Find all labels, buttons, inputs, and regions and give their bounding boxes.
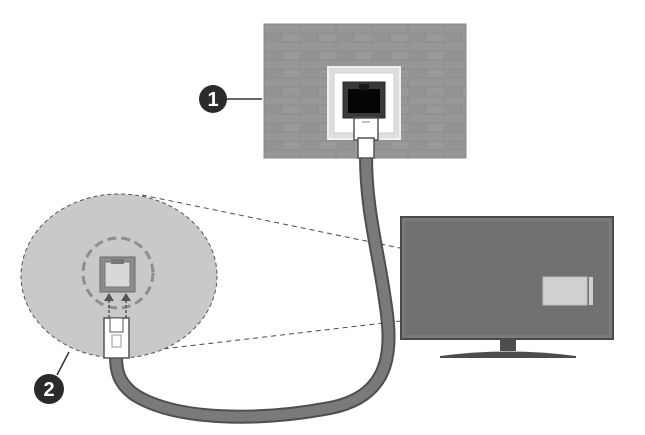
zoom-circle [20,193,218,359]
callout-2-badge [34,374,64,404]
television [400,216,614,358]
callout-2-number: 2 [43,379,54,401]
wall-ethernet-plug [353,117,379,159]
callout-1-number: 1 [207,89,218,111]
tv-ethernet-port-panel [542,276,588,306]
callout-1: 1 [199,85,262,113]
ethernet-cable [109,149,396,424]
tv-stand-base [440,351,576,358]
callout-1-badge [199,85,227,113]
tv-stand-neck [500,339,516,351]
insert-arrows [104,293,131,318]
tv-port-edge [589,277,593,305]
callout-2: 2 [34,351,70,404]
tv-ethernet-plug [103,317,130,359]
